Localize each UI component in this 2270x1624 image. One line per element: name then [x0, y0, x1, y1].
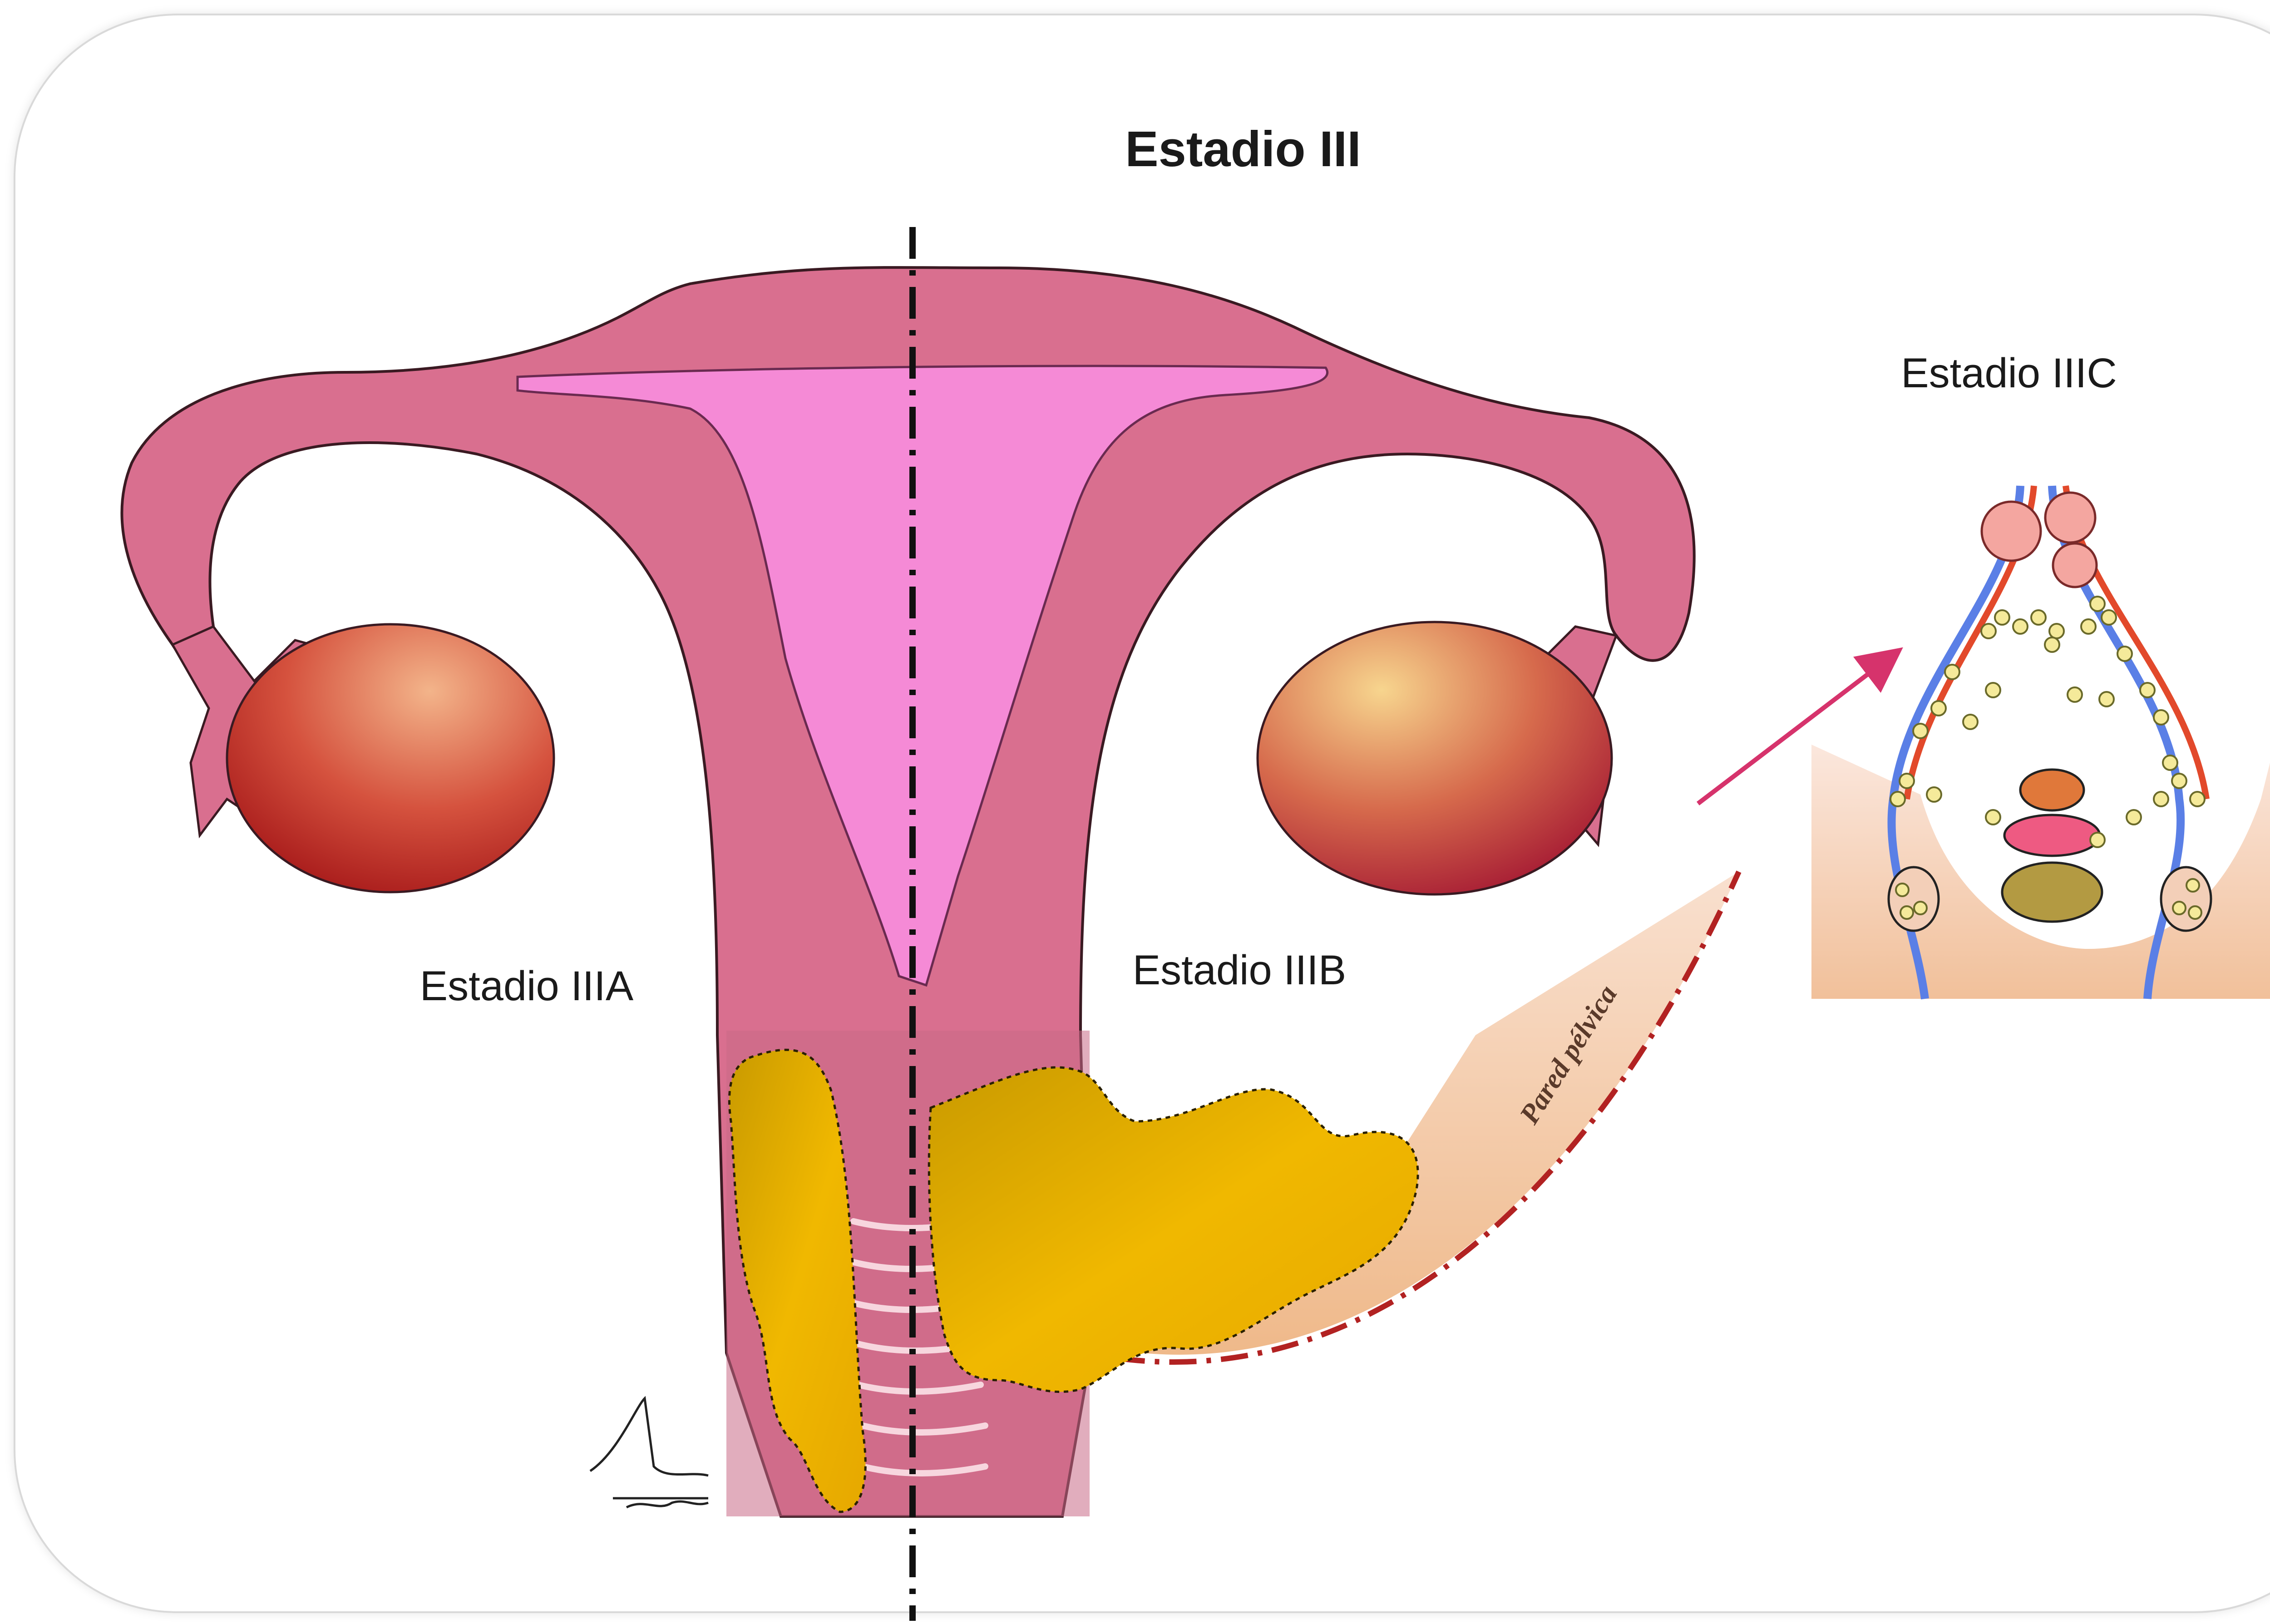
- inset-obturator-right: [2161, 867, 2211, 931]
- inset-rectum: [2020, 770, 2084, 810]
- inset-obturator-left: [1889, 867, 1939, 931]
- stage-iiia-label: Estadio IIIA: [420, 963, 633, 1010]
- diagram-title: Estadio III: [1125, 120, 1361, 178]
- stage-iiic-label: Estadio IIIC: [1901, 350, 2117, 397]
- enlarged-node: [2053, 543, 2097, 587]
- artist-signature: [590, 1398, 708, 1507]
- tumor-right: [929, 1067, 1418, 1392]
- right-ovary: [1258, 622, 1612, 894]
- stage-iiic-inset: [1811, 486, 2270, 999]
- inset-cervix: [2004, 815, 2100, 856]
- inset-bladder: [2002, 863, 2102, 922]
- left-ovary: [227, 624, 554, 892]
- enlarged-node: [2045, 493, 2095, 543]
- enlarged-node: [1982, 502, 2041, 561]
- stage-iiib-label: Estadio IIIB: [1133, 947, 1346, 994]
